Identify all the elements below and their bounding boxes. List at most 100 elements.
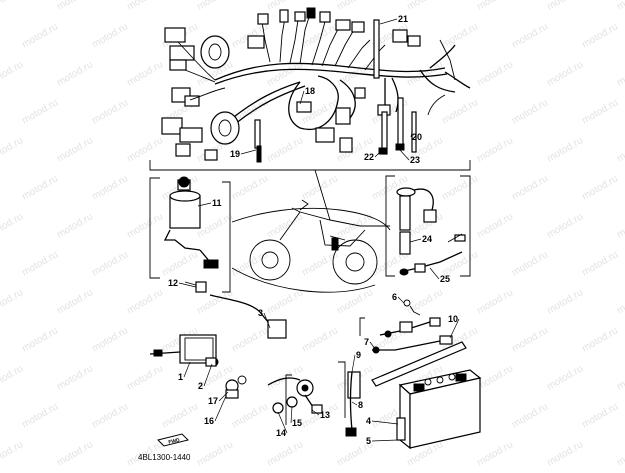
- callout-20: 20: [412, 132, 422, 142]
- watermark-text: motod.ru: [20, 325, 60, 354]
- watermark-text: motod.ru: [265, 287, 305, 316]
- callout-3: 3: [258, 308, 263, 318]
- connector: [294, 11, 306, 22]
- callout-15: 15: [292, 418, 302, 428]
- callout-leader: [397, 296, 405, 304]
- callout-leader: [399, 149, 410, 161]
- connector: [279, 9, 289, 23]
- callout-24: 24: [422, 234, 432, 244]
- watermark-text: motod.ru: [475, 287, 515, 316]
- battery-terminal: [455, 373, 467, 382]
- watermark-text: motod.ru: [20, 21, 60, 50]
- watermark-text: motod.ru: [615, 287, 625, 316]
- watermark-text: motod.ru: [230, 325, 270, 354]
- callout-14: 14: [276, 428, 286, 438]
- connector: [351, 21, 365, 33]
- watermark-text: motod.ru: [230, 173, 270, 202]
- callout-leader: [263, 312, 271, 329]
- fuse-holder: [385, 175, 471, 277]
- watermark-text: motod.ru: [160, 249, 200, 278]
- watermark-text: motod.ru: [545, 363, 585, 392]
- connector: [169, 45, 195, 61]
- watermark-text: motod.ru: [0, 59, 25, 88]
- watermark-text: motod.ru: [90, 21, 130, 50]
- watermark-text: motod.ru: [440, 21, 480, 50]
- ignition-coil: [149, 294, 287, 367]
- connector: [335, 19, 351, 31]
- connector: [339, 137, 353, 153]
- watermark-text: motod.ru: [125, 59, 165, 88]
- battery-terminal: [413, 383, 425, 392]
- connector: [257, 13, 269, 25]
- watermark-text: motod.ru: [20, 97, 60, 126]
- motorcycle-outline: [231, 199, 391, 293]
- callout-18: 18: [305, 86, 315, 96]
- connector: [164, 27, 186, 43]
- cable-tie: [254, 119, 261, 149]
- callout-2: 2: [198, 381, 203, 391]
- connector: [184, 95, 200, 107]
- callout-13: 13: [320, 410, 330, 420]
- watermark-text: motod.ru: [580, 21, 620, 50]
- watermark-text: motod.ru: [55, 0, 95, 13]
- callout-1: 1: [178, 372, 183, 382]
- watermark-text: motod.ru: [125, 363, 165, 392]
- part-code: 4BL1300-1440: [138, 453, 191, 462]
- watermark-text: motod.ru: [615, 0, 625, 13]
- callout-19: 19: [230, 149, 240, 159]
- cable-tie: [256, 145, 262, 163]
- connector: [204, 149, 218, 161]
- watermark-text: motod.ru: [615, 59, 625, 88]
- watermark-text: motod.ru: [195, 0, 235, 13]
- watermark-text: motod.ru: [615, 363, 625, 392]
- watermark-text: motod.ru: [55, 363, 95, 392]
- watermark-text: motod.ru: [20, 401, 60, 430]
- callout-12: 12: [168, 278, 178, 288]
- connector: [392, 29, 408, 43]
- watermark-text: motod.ru: [615, 211, 625, 240]
- callout-10: 10: [448, 314, 458, 324]
- connector: [306, 7, 316, 19]
- round-connector: [200, 35, 230, 69]
- callout-leader: [449, 318, 460, 339]
- watermark-text: motod.ru: [195, 211, 235, 240]
- washer: [272, 402, 284, 414]
- callout-leader: [277, 411, 288, 434]
- watermark-text: motod.ru: [475, 363, 515, 392]
- wire-harness: [161, 7, 471, 163]
- connector: [319, 11, 331, 23]
- watermark-text: motod.ru: [90, 325, 130, 354]
- watermark-text: motod.ru: [20, 173, 60, 202]
- battery-band: [396, 417, 406, 441]
- callout-leader: [290, 405, 293, 424]
- callout-23: 23: [410, 155, 420, 165]
- battery-assembly: [345, 299, 482, 450]
- callout-leader: [214, 395, 227, 422]
- callout-leader: [197, 202, 212, 207]
- watermark-text: motod.ru: [510, 173, 550, 202]
- bolt: [195, 281, 207, 293]
- leader-line: [314, 169, 331, 221]
- callout-6: 6: [392, 292, 397, 302]
- watermark-text: motod.ru: [0, 439, 25, 468]
- watermark-text: motod.ru: [475, 135, 515, 164]
- switch-connector: [203, 259, 219, 269]
- callout-leader: [240, 149, 257, 155]
- watermark-text: motod.ru: [265, 135, 305, 164]
- connector: [296, 101, 312, 113]
- connector: [247, 35, 265, 49]
- callout-17: 17: [208, 396, 218, 406]
- connector: [335, 107, 351, 125]
- watermark-text: motod.ru: [90, 401, 130, 430]
- cable-tie: [373, 19, 380, 79]
- connector: [161, 117, 183, 135]
- watermark-text: motod.ru: [510, 401, 550, 430]
- watermark-text: motod.ru: [90, 249, 130, 278]
- watermark-text: motod.ru: [545, 135, 585, 164]
- watermark-text: motod.ru: [615, 439, 625, 468]
- callout-leader: [178, 282, 197, 288]
- watermark-text: motod.ru: [125, 287, 165, 316]
- callout-9: 9: [356, 350, 361, 360]
